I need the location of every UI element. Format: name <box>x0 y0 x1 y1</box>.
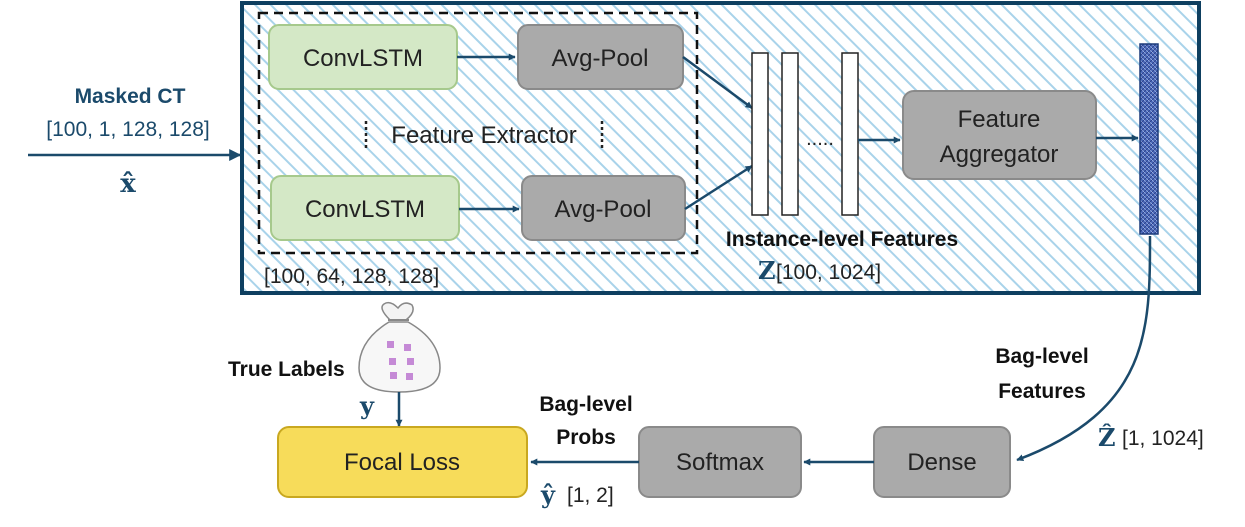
instance-features-shape: [100, 1024] <box>776 261 881 284</box>
convlstm-label-1: ConvLSTM <box>303 45 423 72</box>
aggregator-label-line2: Aggregator <box>940 141 1059 168</box>
instance-vector-2 <box>781 52 799 216</box>
feature-extractor-shape: [100, 64, 128, 128] <box>264 265 439 288</box>
instance-ellipsis: ..... <box>806 128 834 150</box>
bag-features-line1: Bag-level <box>995 345 1088 368</box>
feature-aggregator-block <box>902 90 1097 180</box>
aggregator-label-line1: Feature <box>958 106 1041 133</box>
arrow-pool1-vectors <box>682 55 753 110</box>
softmax-label: Softmax <box>676 449 764 476</box>
bag-probs-line2: Probs <box>556 426 616 449</box>
bag-feature-vector <box>1139 43 1159 235</box>
bag-probs-symbol: ŷ <box>540 480 556 509</box>
bag-features-line2: Features <box>998 380 1086 403</box>
avgpool-label-2: Avg-Pool <box>555 196 652 223</box>
input-title: Masked CT <box>75 85 186 108</box>
feature-extractor-label: Feature Extractor <box>391 122 576 149</box>
bag-features-shape: [1, 1024] <box>1122 427 1204 450</box>
convlstm-label-2: ConvLSTM <box>305 196 425 223</box>
instance-features-symbol: Z <box>758 256 776 285</box>
focal-loss-label: Focal Loss <box>344 449 460 476</box>
bag-probs-line1: Bag-level <box>539 393 632 416</box>
focal-loss-block <box>277 426 528 498</box>
bag-probs-shape: [1, 2] <box>567 484 614 507</box>
label-bag-icon <box>358 301 441 393</box>
instance-vector-1 <box>751 52 769 216</box>
instance-features-title: Instance-level Features <box>726 228 958 251</box>
true-labels-label: True Labels <box>228 358 345 381</box>
bag-features-symbol: Ẑ <box>1098 423 1116 452</box>
arrow-bagvector-dense <box>1016 235 1152 462</box>
feature-extractor-box <box>257 11 699 255</box>
avgpool-label-1: Avg-Pool <box>552 45 649 72</box>
dense-label: Dense <box>907 449 976 476</box>
arrow-pool2-vectors <box>684 164 753 211</box>
input-symbol: x̂ <box>120 169 136 199</box>
input-shape: [100, 1, 128, 128] <box>46 118 209 141</box>
true-labels-symbol: y <box>359 391 375 420</box>
instance-vector-n <box>841 52 859 216</box>
